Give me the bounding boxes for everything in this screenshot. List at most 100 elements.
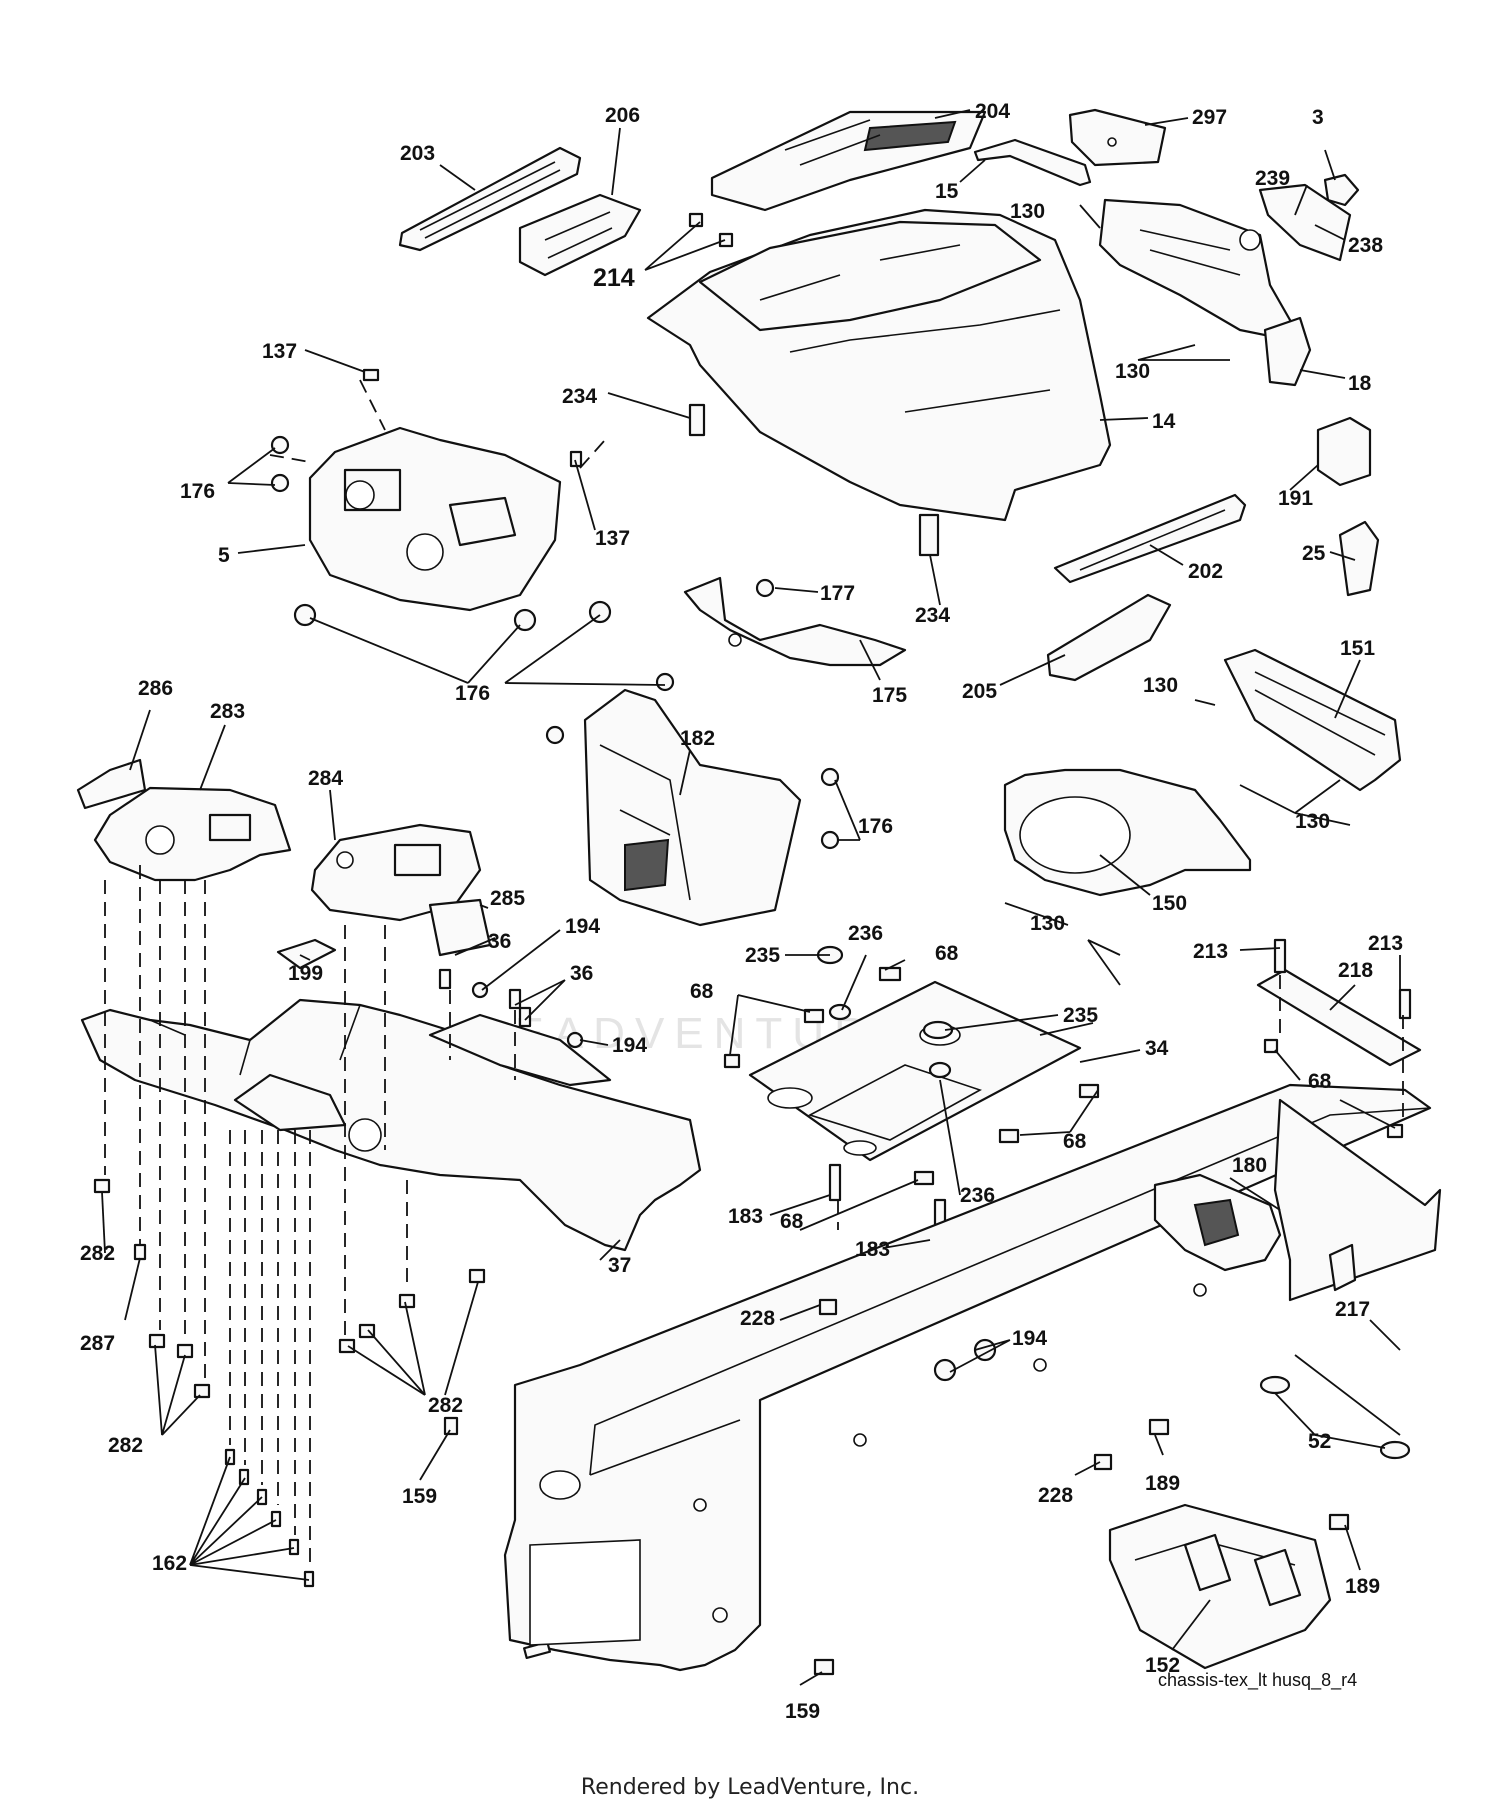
- part-202-grille: [1053, 493, 1247, 584]
- leader-lines: [101, 109, 1401, 1686]
- callout-137-right: 137: [595, 527, 630, 550]
- part-217-rod: [1259, 1354, 1411, 1460]
- part-234-tabs: [688, 403, 940, 557]
- callout-labels: 203 206 204 297 3 15 214 130 239 238 130…: [80, 100, 1403, 1723]
- part-175-bracket: [683, 576, 907, 667]
- footer-credit: Rendered by LeadVenture, Inc.: [580, 1775, 920, 1800]
- callout-18: 18: [1348, 372, 1372, 395]
- callout-228-bottom: 228: [1038, 1484, 1073, 1507]
- callout-15: 15: [935, 180, 959, 203]
- callout-183-left: 183: [728, 1205, 763, 1228]
- callout-150: 150: [1152, 892, 1187, 915]
- callout-239: 239: [1255, 167, 1290, 190]
- callout-189-left: 189: [1145, 1472, 1180, 1495]
- part-284-fender-console-right: [310, 823, 482, 922]
- callout-152: 152: [1145, 1654, 1180, 1677]
- alignment-lines: [104, 379, 1404, 1565]
- part-283-fender-console-left: [93, 786, 292, 882]
- part-286-cover: [76, 758, 147, 810]
- part-3-clip: [1323, 173, 1360, 207]
- callout-189-right: 189: [1345, 1575, 1380, 1598]
- callout-159-left: 159: [402, 1485, 437, 1508]
- callout-52: 52: [1308, 1430, 1331, 1453]
- callout-286: 286: [138, 677, 173, 700]
- part-214-clips: [688, 212, 734, 248]
- callout-68-top: 68: [935, 942, 959, 965]
- callout-68-bracket: 68: [1308, 1070, 1332, 1093]
- part-189-159-hardware: [813, 1418, 1350, 1676]
- callout-36-left: 36: [488, 930, 511, 953]
- callout-199: 199: [288, 962, 323, 985]
- callout-235-right: 235: [1063, 1004, 1098, 1027]
- callout-68-bottom: 68: [780, 1210, 804, 1233]
- callout-203: 203: [400, 142, 435, 165]
- callout-297: 297: [1192, 106, 1227, 129]
- callout-137-top: 137: [262, 340, 297, 363]
- part-218-bracket: [1256, 938, 1422, 1139]
- callout-25: 25: [1302, 542, 1326, 565]
- part-204-hood-scoop: [710, 110, 987, 212]
- callout-234-left: 234: [562, 385, 597, 408]
- callout-283: 283: [210, 700, 245, 723]
- callout-194-frame: 194: [1012, 1327, 1047, 1350]
- part-5-dash-panel: [308, 426, 562, 612]
- callout-234-right: 234: [915, 604, 950, 627]
- callout-218: 218: [1338, 959, 1373, 982]
- callout-37: 37: [608, 1254, 631, 1277]
- part-239-238-headlight: [1098, 183, 1352, 342]
- callout-214: 214: [593, 264, 635, 292]
- part-203-grille-strip: [398, 146, 582, 252]
- callout-34: 34: [1145, 1037, 1169, 1060]
- callout-180: 180: [1232, 1154, 1267, 1177]
- part-282-287-162-hardware: [93, 1178, 486, 1588]
- part-191-cap: [1316, 416, 1372, 487]
- part-150-housing: [1003, 768, 1252, 897]
- callout-235-top: 235: [745, 944, 780, 967]
- part-152-shield: [1108, 1503, 1332, 1670]
- part-235-236-68-183-hardware: [723, 945, 1100, 1237]
- part-285-cover: [428, 898, 492, 957]
- callout-36-right: 36: [570, 962, 593, 985]
- callout-130-right: 130: [1295, 810, 1330, 833]
- callout-182: 182: [680, 727, 715, 750]
- callout-175: 175: [872, 684, 907, 707]
- callout-282-left: 282: [80, 1242, 115, 1265]
- callout-3: 3: [1312, 106, 1324, 129]
- part-15-trim: [973, 138, 1092, 187]
- callout-151: 151: [1340, 637, 1375, 660]
- callout-177: 177: [820, 582, 855, 605]
- callout-236-bottom: 236: [960, 1184, 995, 1207]
- callout-204: 204: [975, 100, 1010, 123]
- callout-130-hood: 130: [1115, 360, 1150, 383]
- part-177-clip: [755, 578, 775, 598]
- callout-130-bracket: 130: [1143, 674, 1178, 697]
- part-18-bumper-trim: [1263, 316, 1312, 387]
- callout-284: 284: [308, 767, 343, 790]
- part-14-hood: [646, 208, 1112, 522]
- callout-206: 206: [605, 104, 640, 127]
- callout-194-fender: 194: [612, 1034, 647, 1057]
- callout-176-middle: 176: [455, 682, 490, 705]
- callout-282-right: 282: [428, 1394, 463, 1417]
- part-182-dash-lower: [583, 688, 802, 927]
- callout-228-top: 228: [740, 1307, 775, 1330]
- part-151-bracket: [1223, 648, 1402, 792]
- callout-5: 5: [218, 544, 230, 567]
- part-297-cap: [1068, 108, 1167, 167]
- callout-194-top: 194: [565, 915, 600, 938]
- drawing-code: chassis-tex_lt husq_8_r4: [1158, 1670, 1357, 1691]
- callout-68-left: 68: [690, 980, 714, 1003]
- callout-285: 285: [490, 887, 525, 910]
- callout-217: 217: [1335, 1298, 1370, 1321]
- callout-191: 191: [1278, 487, 1313, 510]
- callout-176-right: 176: [858, 815, 893, 838]
- callout-130-lower: 130: [1030, 912, 1065, 935]
- callout-213-left: 213: [1193, 940, 1228, 963]
- callout-162: 162: [152, 1552, 187, 1575]
- part-36-194-hardware: [438, 968, 584, 1049]
- callout-236-top: 236: [848, 922, 883, 945]
- part-25-bracket: [1338, 520, 1380, 597]
- part-176-fasteners: [270, 435, 840, 850]
- callout-68-plate-right: 68: [1063, 1130, 1087, 1153]
- callout-14: 14: [1152, 410, 1176, 433]
